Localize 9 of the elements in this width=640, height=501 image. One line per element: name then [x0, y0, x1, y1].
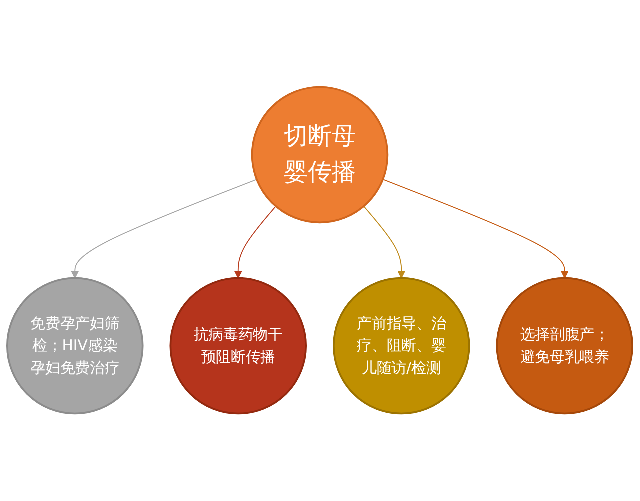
node-circle: 产前指导、治疗、阻断、婴儿随访/检测 — [332, 277, 470, 415]
arrow — [71, 179, 258, 279]
arrow — [364, 206, 406, 279]
node-circle: 免费孕产妇筛检；HIV感染孕妇免费治疗 — [6, 277, 144, 415]
arrow — [382, 179, 569, 279]
node-circle: 抗病毒药物干预阻断传播 — [170, 277, 308, 415]
arrow — [234, 206, 276, 279]
node-circle: 选择剖腹产；避免母乳喂养 — [496, 277, 634, 415]
node-circle: 切断母婴传播 — [251, 86, 389, 224]
